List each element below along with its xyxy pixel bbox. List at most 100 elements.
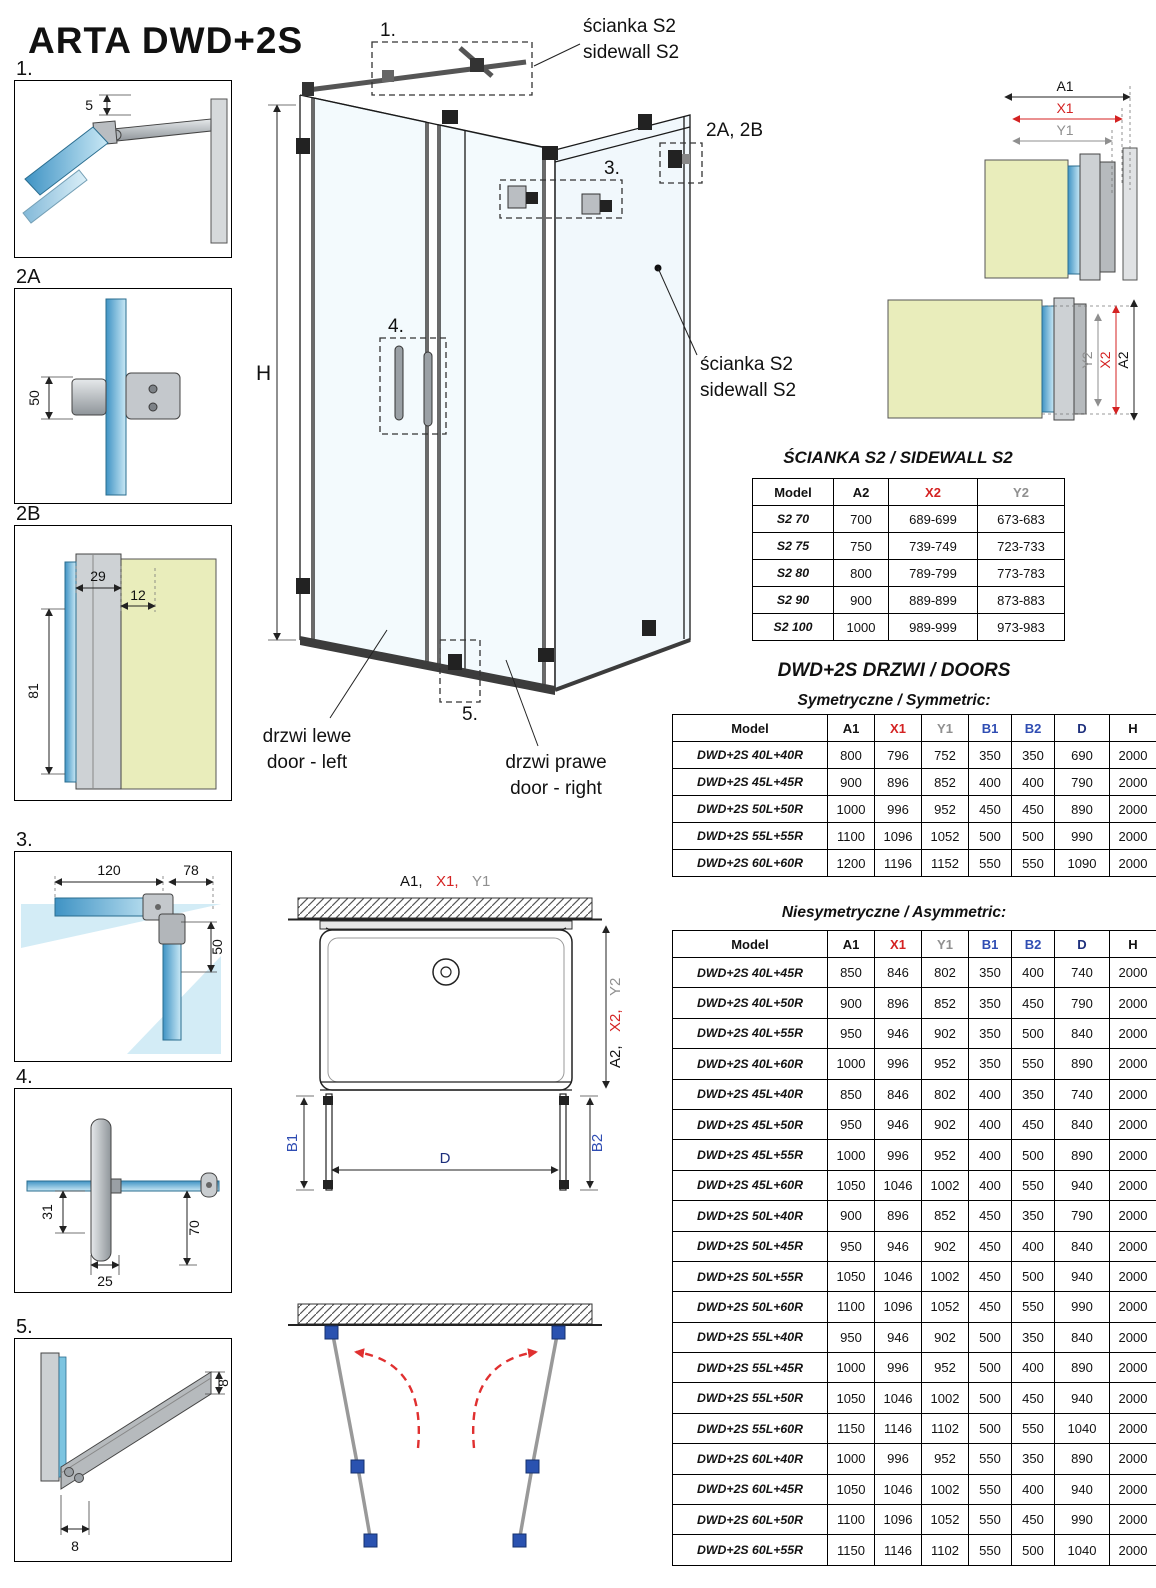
column-header: D bbox=[1054, 714, 1110, 742]
column-header: B2 bbox=[1011, 714, 1055, 742]
value-cell: 1150 bbox=[827, 1534, 875, 1566]
value-cell: 952 bbox=[921, 1352, 969, 1384]
value-cell: 950 bbox=[827, 1321, 875, 1354]
column-header: B2 bbox=[1011, 930, 1055, 958]
value-cell: 946 bbox=[874, 1017, 922, 1050]
column-header: Model bbox=[752, 478, 834, 506]
value-cell: 400 bbox=[1011, 1230, 1055, 1262]
corner-detail-top: A1 X1 Y1 bbox=[984, 78, 1138, 281]
value-cell: 850 bbox=[827, 1078, 875, 1110]
value-cell: 2000 bbox=[1109, 1534, 1156, 1566]
value-cell: 1002 bbox=[921, 1169, 969, 1202]
model-cell: DWD+2S 55L+55R bbox=[672, 822, 828, 850]
value-cell: 1090 bbox=[1054, 849, 1110, 877]
value-cell: 450 bbox=[1011, 987, 1055, 1019]
value-cell: 1000 bbox=[827, 795, 875, 823]
detail-1-drawing: 5 bbox=[22, 94, 228, 244]
value-cell: 952 bbox=[921, 1048, 969, 1080]
value-cell: 896 bbox=[874, 987, 922, 1019]
model-cell: DWD+2S 45L+55R bbox=[672, 1139, 828, 1171]
door-right-label-pl: drzwi prawe bbox=[505, 752, 606, 773]
value-cell: 900 bbox=[833, 586, 889, 614]
model-cell: DWD+2S 40L+55R bbox=[672, 1017, 828, 1050]
swing-arc-left bbox=[354, 1348, 420, 1449]
dim-12-label: 12 bbox=[130, 587, 146, 603]
value-cell: 2000 bbox=[1109, 1048, 1156, 1080]
x2-dim-label: X2 bbox=[1097, 351, 1113, 368]
sidewall-top-label-pl: ścianka S2 bbox=[583, 18, 676, 37]
value-cell: 2000 bbox=[1109, 1321, 1156, 1354]
value-cell: 890 bbox=[1054, 1352, 1110, 1384]
open-door-left bbox=[325, 1093, 333, 1191]
sidewall-top-label-en: sidewall S2 bbox=[583, 42, 679, 63]
value-cell: 550 bbox=[1011, 1169, 1055, 1202]
value-cell: 400 bbox=[968, 768, 1012, 796]
value-cell: 450 bbox=[1011, 1108, 1055, 1141]
value-cell: 350 bbox=[968, 1048, 1012, 1080]
topview-a1-label: A1, bbox=[400, 873, 423, 890]
column-header: Y1 bbox=[921, 714, 969, 742]
top-view-drawing: A1, X1, Y1 B1 B2 D A2, X2, Y2 bbox=[284, 873, 624, 1191]
door-hinges bbox=[324, 1325, 566, 1548]
bar-clamp bbox=[470, 58, 484, 72]
value-cell: 450 bbox=[1011, 1382, 1055, 1414]
topview-x1-label: X1, bbox=[436, 873, 459, 890]
value-cell: 950 bbox=[827, 1017, 875, 1050]
model-cell: DWD+2S 60L+60R bbox=[672, 849, 828, 877]
b1-dim-label: B1 bbox=[284, 1134, 301, 1152]
detail-5-label: 5. bbox=[16, 1316, 33, 1338]
d-dim-label: D bbox=[440, 1150, 451, 1167]
value-cell: 800 bbox=[833, 559, 889, 587]
detail-3-drawing: 120 78 50 bbox=[21, 862, 225, 1054]
value-cell: 450 bbox=[968, 795, 1012, 823]
dim-81-label: 81 bbox=[25, 683, 41, 699]
sidewall-right-label-pl: ścianka S2 bbox=[700, 354, 793, 375]
value-cell: 940 bbox=[1054, 1382, 1110, 1414]
value-cell: 500 bbox=[1011, 1139, 1055, 1171]
value-cell: 400 bbox=[1011, 768, 1055, 796]
value-cell: 900 bbox=[827, 768, 875, 796]
column-header: Model bbox=[672, 714, 828, 742]
value-cell: 1152 bbox=[921, 849, 969, 877]
model-cell: S2 80 bbox=[752, 559, 834, 587]
value-cell: 950 bbox=[827, 1108, 875, 1141]
value-cell: 846 bbox=[874, 1078, 922, 1110]
detail-2b-drawing: 29 12 81 bbox=[25, 553, 217, 790]
value-cell: 796 bbox=[874, 741, 922, 769]
value-cell: 973-983 bbox=[977, 613, 1065, 641]
value-cell: 1046 bbox=[874, 1260, 922, 1293]
value-cell: 2000 bbox=[1109, 1412, 1156, 1445]
callout-4: 4. bbox=[388, 316, 404, 337]
model-cell: DWD+2S 40L+50R bbox=[672, 987, 828, 1019]
value-cell: 550 bbox=[968, 1443, 1012, 1475]
column-header: Model bbox=[672, 930, 828, 958]
door-handle bbox=[394, 345, 404, 421]
open-door-right bbox=[559, 1093, 567, 1191]
value-cell: 902 bbox=[921, 1321, 969, 1354]
column-header: H bbox=[1109, 930, 1156, 958]
value-cell: 500 bbox=[968, 1412, 1012, 1445]
value-cell: 2000 bbox=[1109, 849, 1156, 877]
topview-y1-label: Y1 bbox=[472, 873, 490, 890]
model-cell: DWD+2S 50L+40R bbox=[672, 1200, 828, 1232]
value-cell: 1040 bbox=[1054, 1534, 1110, 1566]
value-cell: 1002 bbox=[921, 1382, 969, 1414]
value-cell: 2000 bbox=[1109, 1504, 1156, 1536]
value-cell: 500 bbox=[968, 1382, 1012, 1414]
topview-x2-label: X2, bbox=[607, 1009, 624, 1032]
value-cell: 400 bbox=[1011, 956, 1055, 989]
value-cell: 350 bbox=[968, 1017, 1012, 1050]
column-header: Y1 bbox=[921, 930, 969, 958]
